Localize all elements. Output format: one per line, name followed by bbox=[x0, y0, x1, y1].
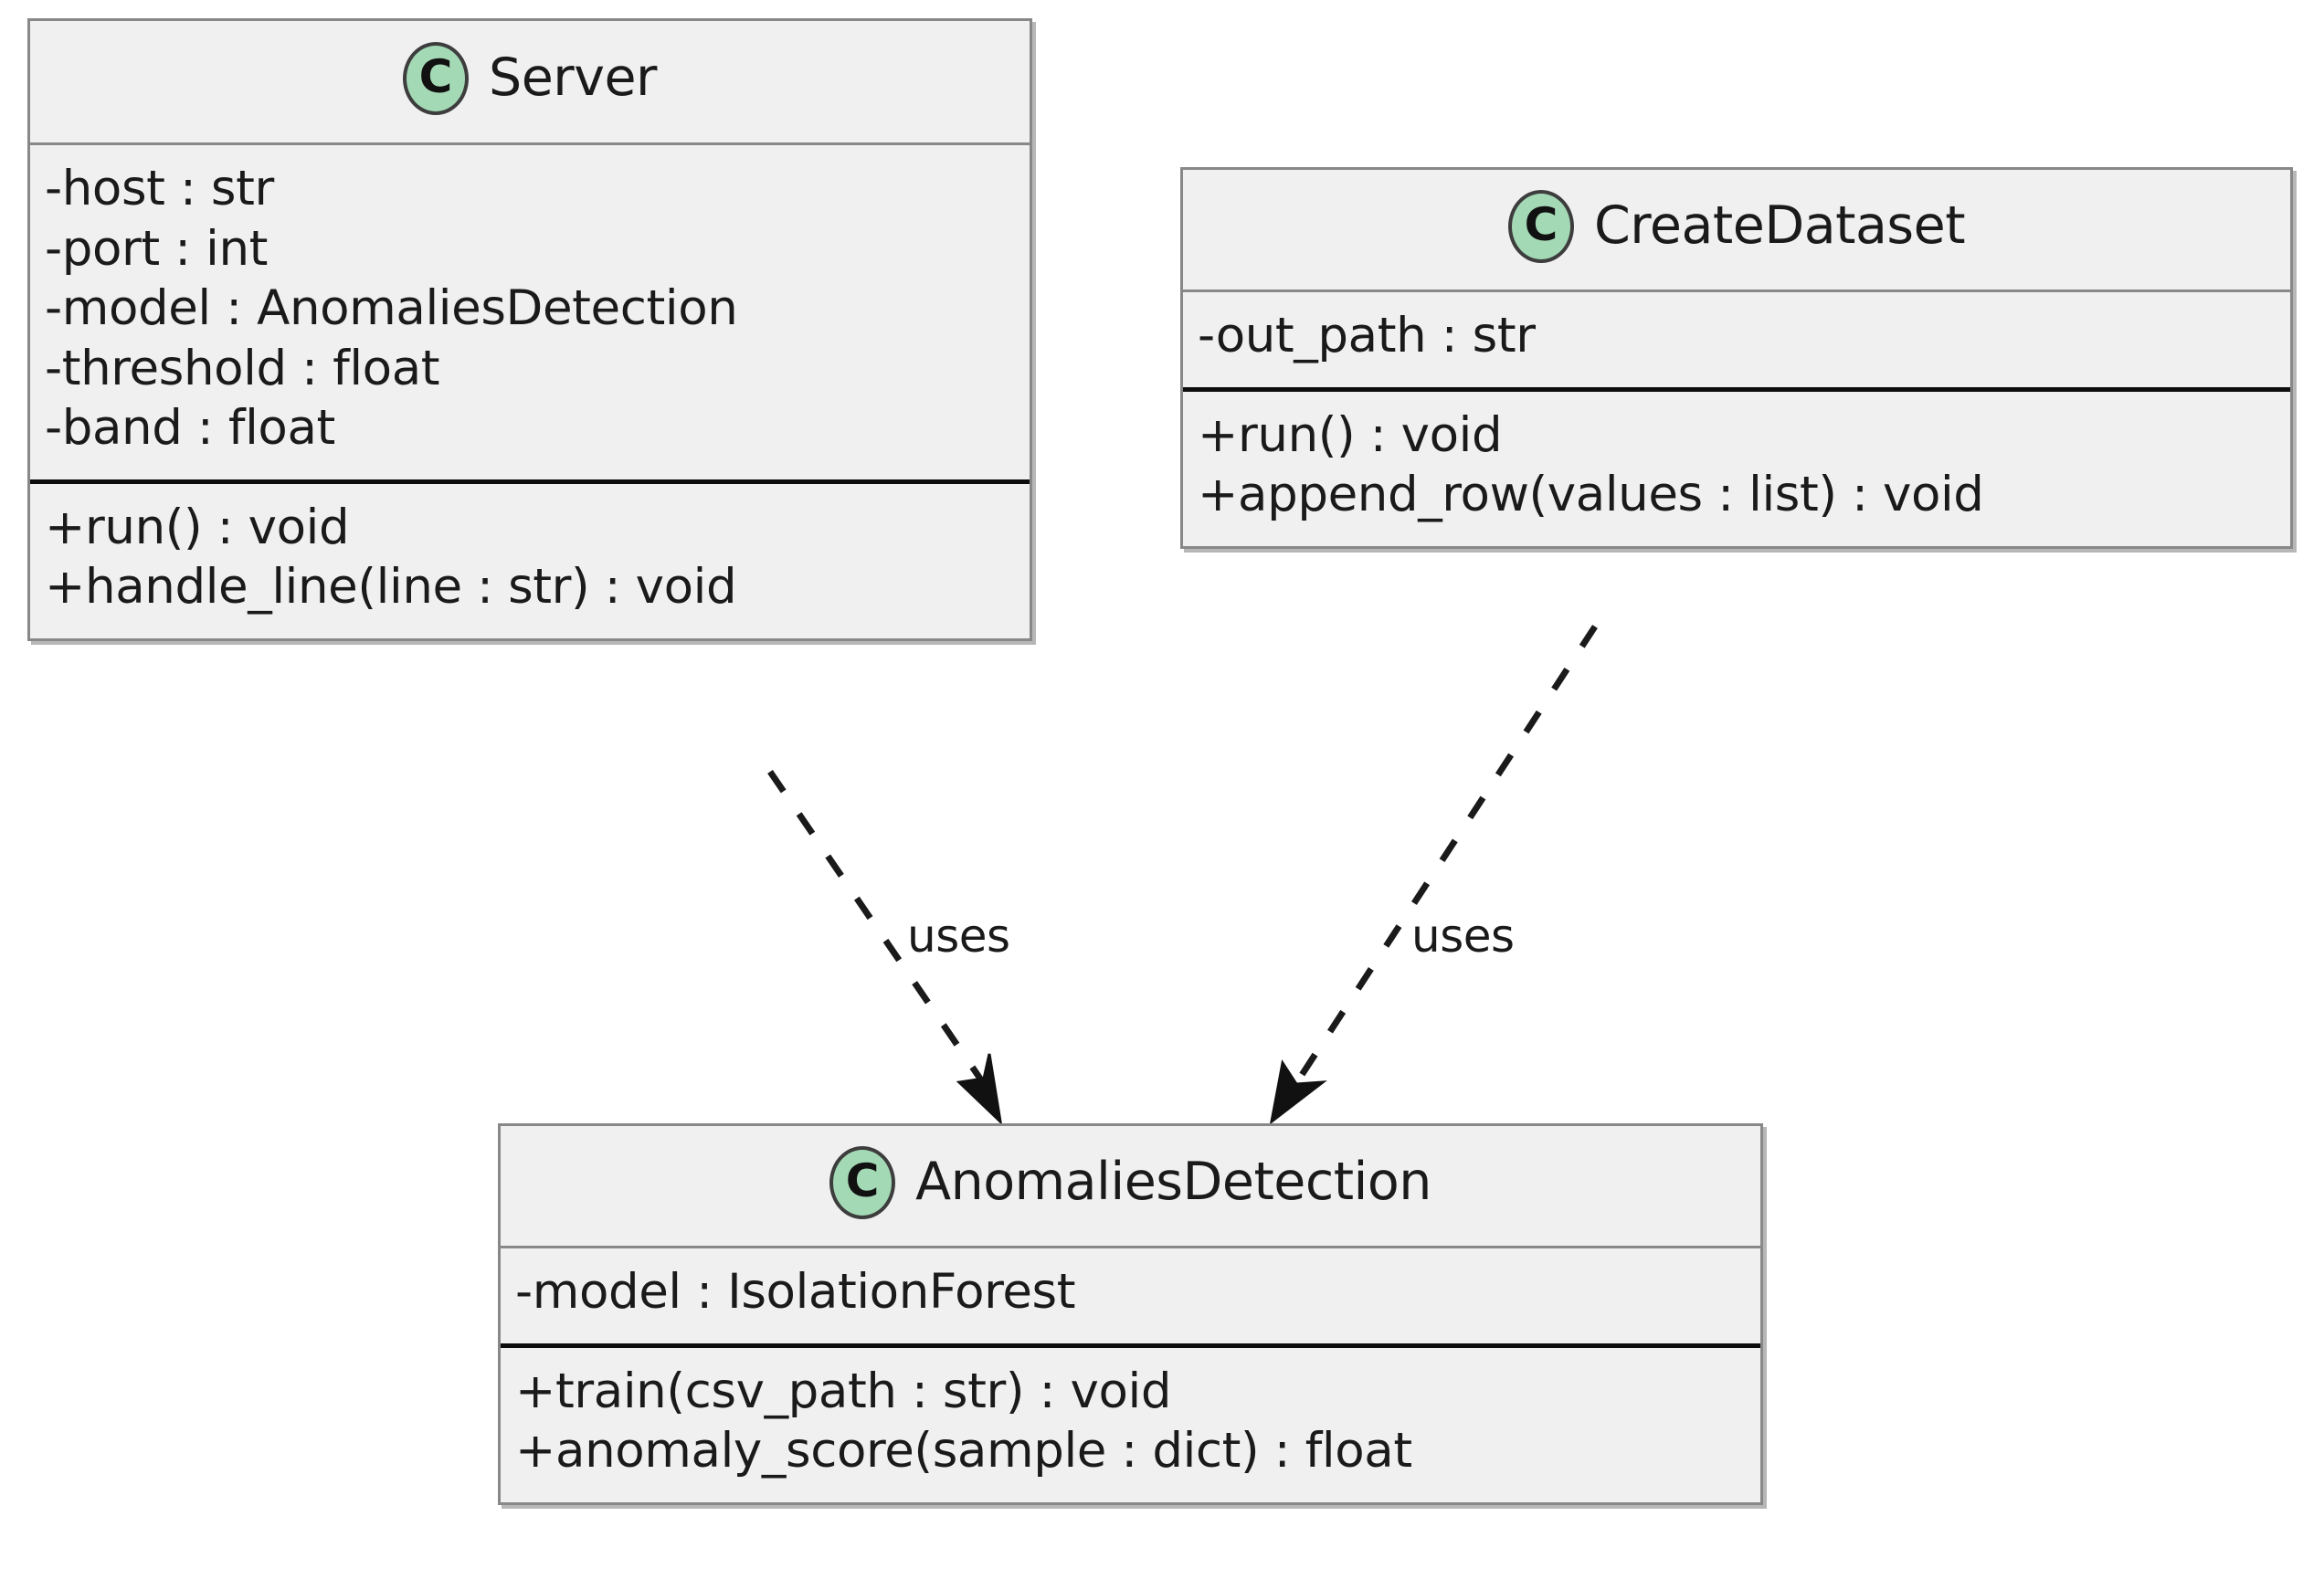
class-icon-letter: C bbox=[845, 1154, 880, 1207]
attribute-row: -host : str bbox=[45, 161, 274, 216]
class-icon-letter: C bbox=[1524, 198, 1558, 251]
class-name-anomaliesdetection: AnomaliesDetection bbox=[915, 1152, 1431, 1212]
attributes-compartment-createdataset: -out_path : str bbox=[1183, 292, 2290, 392]
class-header-createdataset: C CreateDataset bbox=[1183, 170, 2290, 292]
method-row: +anomaly_score(sample : dict) : float bbox=[515, 1423, 1412, 1479]
attribute-row: -model : IsolationForest bbox=[515, 1264, 1076, 1320]
attributes-compartment-anomaliesdetection: -model : IsolationForest bbox=[501, 1248, 1760, 1348]
class-name-createdataset: CreateDataset bbox=[1593, 195, 1966, 256]
edge-label-uses-createdataset: uses bbox=[1411, 910, 1515, 963]
attribute-row: -band : float bbox=[45, 400, 335, 457]
attribute-row: -threshold : float bbox=[45, 340, 440, 396]
methods-compartment-anomaliesdetection: +train(csv_path : str) : void +anomaly_s… bbox=[501, 1348, 1760, 1502]
class-header-server: C Server bbox=[30, 21, 1030, 145]
uml-class-box-server[interactable]: C Server -host : str -port : int -model … bbox=[27, 18, 1032, 642]
methods-compartment-server: +run() : void +handle_line(line : str) :… bbox=[30, 484, 1030, 638]
methods-compartment-createdataset: +run() : void +append_row(values : list)… bbox=[1183, 392, 2290, 546]
class-name-server: Server bbox=[489, 47, 657, 108]
edge-label-uses-server: uses bbox=[907, 910, 1010, 963]
class-stereotype-icon: C bbox=[829, 1145, 896, 1219]
attribute-row: -out_path : str bbox=[1198, 308, 1536, 363]
uml-class-box-anomaliesdetection[interactable]: C AnomaliesDetection -model : IsolationF… bbox=[498, 1123, 1763, 1505]
class-header-anomaliesdetection: C AnomaliesDetection bbox=[501, 1126, 1760, 1248]
method-row: +run() : void bbox=[1198, 406, 1503, 463]
attribute-row: -model : AnomaliesDetection bbox=[45, 280, 738, 337]
uml-class-box-createdataset[interactable]: C CreateDataset -out_path : str +run() :… bbox=[1180, 167, 2293, 549]
dependency-edge-createdataset-to-anomaliesdetection bbox=[1269, 625, 1598, 1125]
attributes-compartment-server: -host : str -port : int -model : Anomali… bbox=[30, 145, 1030, 484]
method-row: +append_row(values : list) : void bbox=[1198, 467, 1984, 523]
method-row: +train(csv_path : str) : void bbox=[515, 1363, 1172, 1419]
class-stereotype-icon: C bbox=[1507, 189, 1574, 263]
method-row: +run() : void bbox=[45, 499, 350, 555]
class-stereotype-icon: C bbox=[403, 41, 470, 115]
method-row: +handle_line(line : str) : void bbox=[45, 559, 737, 616]
class-icon-letter: C bbox=[418, 50, 453, 103]
attribute-row: -port : int bbox=[45, 220, 269, 277]
